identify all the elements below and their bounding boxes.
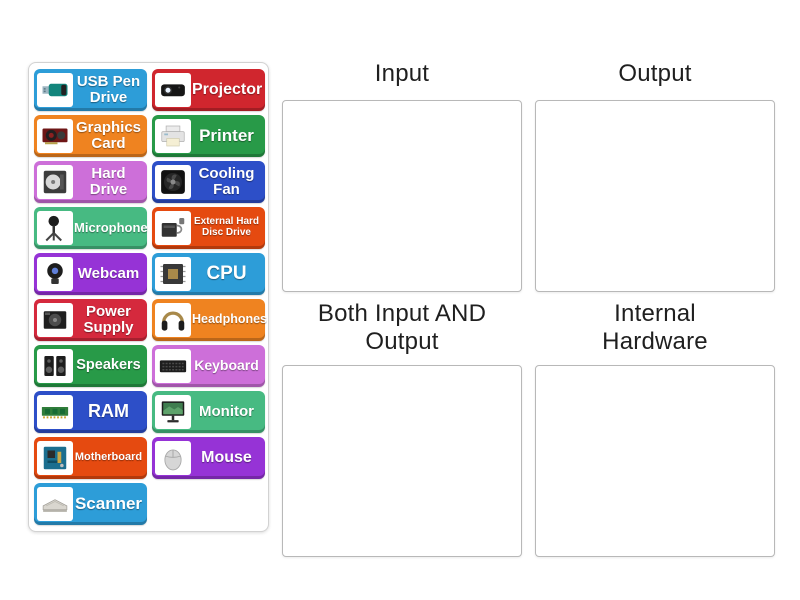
cpu-icon <box>155 257 191 291</box>
tile-label: USB Pen Drive <box>76 72 141 106</box>
tile-printer[interactable]: Printer <box>152 115 265 157</box>
tile-ram[interactable]: RAM <box>34 391 147 433</box>
tile-label: Mouse <box>201 449 252 467</box>
tile-hard-drive[interactable]: Hard Drive <box>34 161 147 203</box>
category-label: Internal Hardware <box>602 300 708 355</box>
motherboard-icon <box>37 441 73 475</box>
tile-label: Motherboard <box>74 451 143 464</box>
tile-label: RAM <box>88 401 129 422</box>
keyboard-icon <box>155 349 191 383</box>
category-header-both-input-and-output: Both Input AND Output <box>282 297 522 359</box>
category-label: Output <box>618 60 692 88</box>
tile-label: Printer <box>199 125 254 145</box>
external-hard-disc-drive-icon <box>155 211 191 245</box>
tile-label: Hard Drive <box>89 164 128 198</box>
graphics-card-icon <box>37 119 73 153</box>
ram-icon <box>37 395 73 429</box>
monitor-icon <box>155 395 191 429</box>
tile-scanner[interactable]: Scanner <box>34 483 147 525</box>
tile-label: Webcam <box>77 264 140 282</box>
tile-label: External Hard Disc Drive <box>193 216 260 238</box>
tile-monitor[interactable]: Monitor <box>152 391 265 433</box>
tile-power-supply[interactable]: Power Supply <box>34 299 147 341</box>
printer-icon <box>155 119 191 153</box>
headphones-icon <box>155 303 191 337</box>
category-header-internal-hardware: Internal Hardware <box>535 297 775 359</box>
speakers-icon <box>37 349 73 383</box>
hard-drive-icon <box>37 165 73 199</box>
tile-label: Scanner <box>74 493 143 513</box>
category-header-input: Input <box>282 55 522 93</box>
tile-label: Keyboard <box>194 357 259 374</box>
tile-motherboard[interactable]: Motherboard <box>34 437 147 479</box>
cooling-fan-icon <box>155 165 191 199</box>
power-supply-icon <box>37 303 73 337</box>
category-label: Input <box>374 60 430 88</box>
tile-webcam[interactable]: Webcam <box>34 253 147 295</box>
tile-projector[interactable]: Projector <box>152 69 265 111</box>
dropzone-internal-hardware[interactable] <box>535 365 775 557</box>
tile-label: Graphics Card <box>75 118 142 152</box>
tile-label: Projector <box>192 81 263 99</box>
tile-label: Headphones <box>192 312 268 327</box>
tile-graphics-card[interactable]: Graphics Card <box>34 115 147 157</box>
category-header-output: Output <box>535 55 775 93</box>
scanner-icon <box>37 487 73 521</box>
tile-label: Microphone <box>74 219 148 235</box>
tile-label: CPU <box>206 262 247 284</box>
tile-label: Cooling Fan <box>198 164 255 198</box>
dropzone-input[interactable] <box>282 100 522 292</box>
tile-cooling-fan[interactable]: Cooling Fan <box>152 161 265 203</box>
webcam-icon <box>37 257 73 291</box>
mouse-icon <box>155 441 191 475</box>
microphone-icon <box>37 211 73 245</box>
tile-microphone[interactable]: Microphone <box>34 207 148 249</box>
usb-pen-drive-icon <box>37 73 73 107</box>
category-label: Both Input AND Output <box>317 300 487 355</box>
tile-headphones[interactable]: Headphones <box>152 299 268 341</box>
tile-keyboard[interactable]: Keyboard <box>152 345 265 387</box>
tile-mouse[interactable]: Mouse <box>152 437 265 479</box>
tile-speakers[interactable]: Speakers <box>34 345 147 387</box>
tile-label: Speakers <box>76 357 141 374</box>
tile-external-hard-disc-drive[interactable]: External Hard Disc Drive <box>152 207 265 249</box>
dropzone-both-input-and-output[interactable] <box>282 365 522 557</box>
tile-cpu[interactable]: CPU <box>152 253 265 295</box>
projector-icon <box>155 73 191 107</box>
tile-label: Power Supply <box>83 302 134 336</box>
tile-usb-pen-drive[interactable]: USB Pen Drive <box>34 69 147 111</box>
tile-label: Monitor <box>199 402 254 420</box>
dropzone-output[interactable] <box>535 100 775 292</box>
